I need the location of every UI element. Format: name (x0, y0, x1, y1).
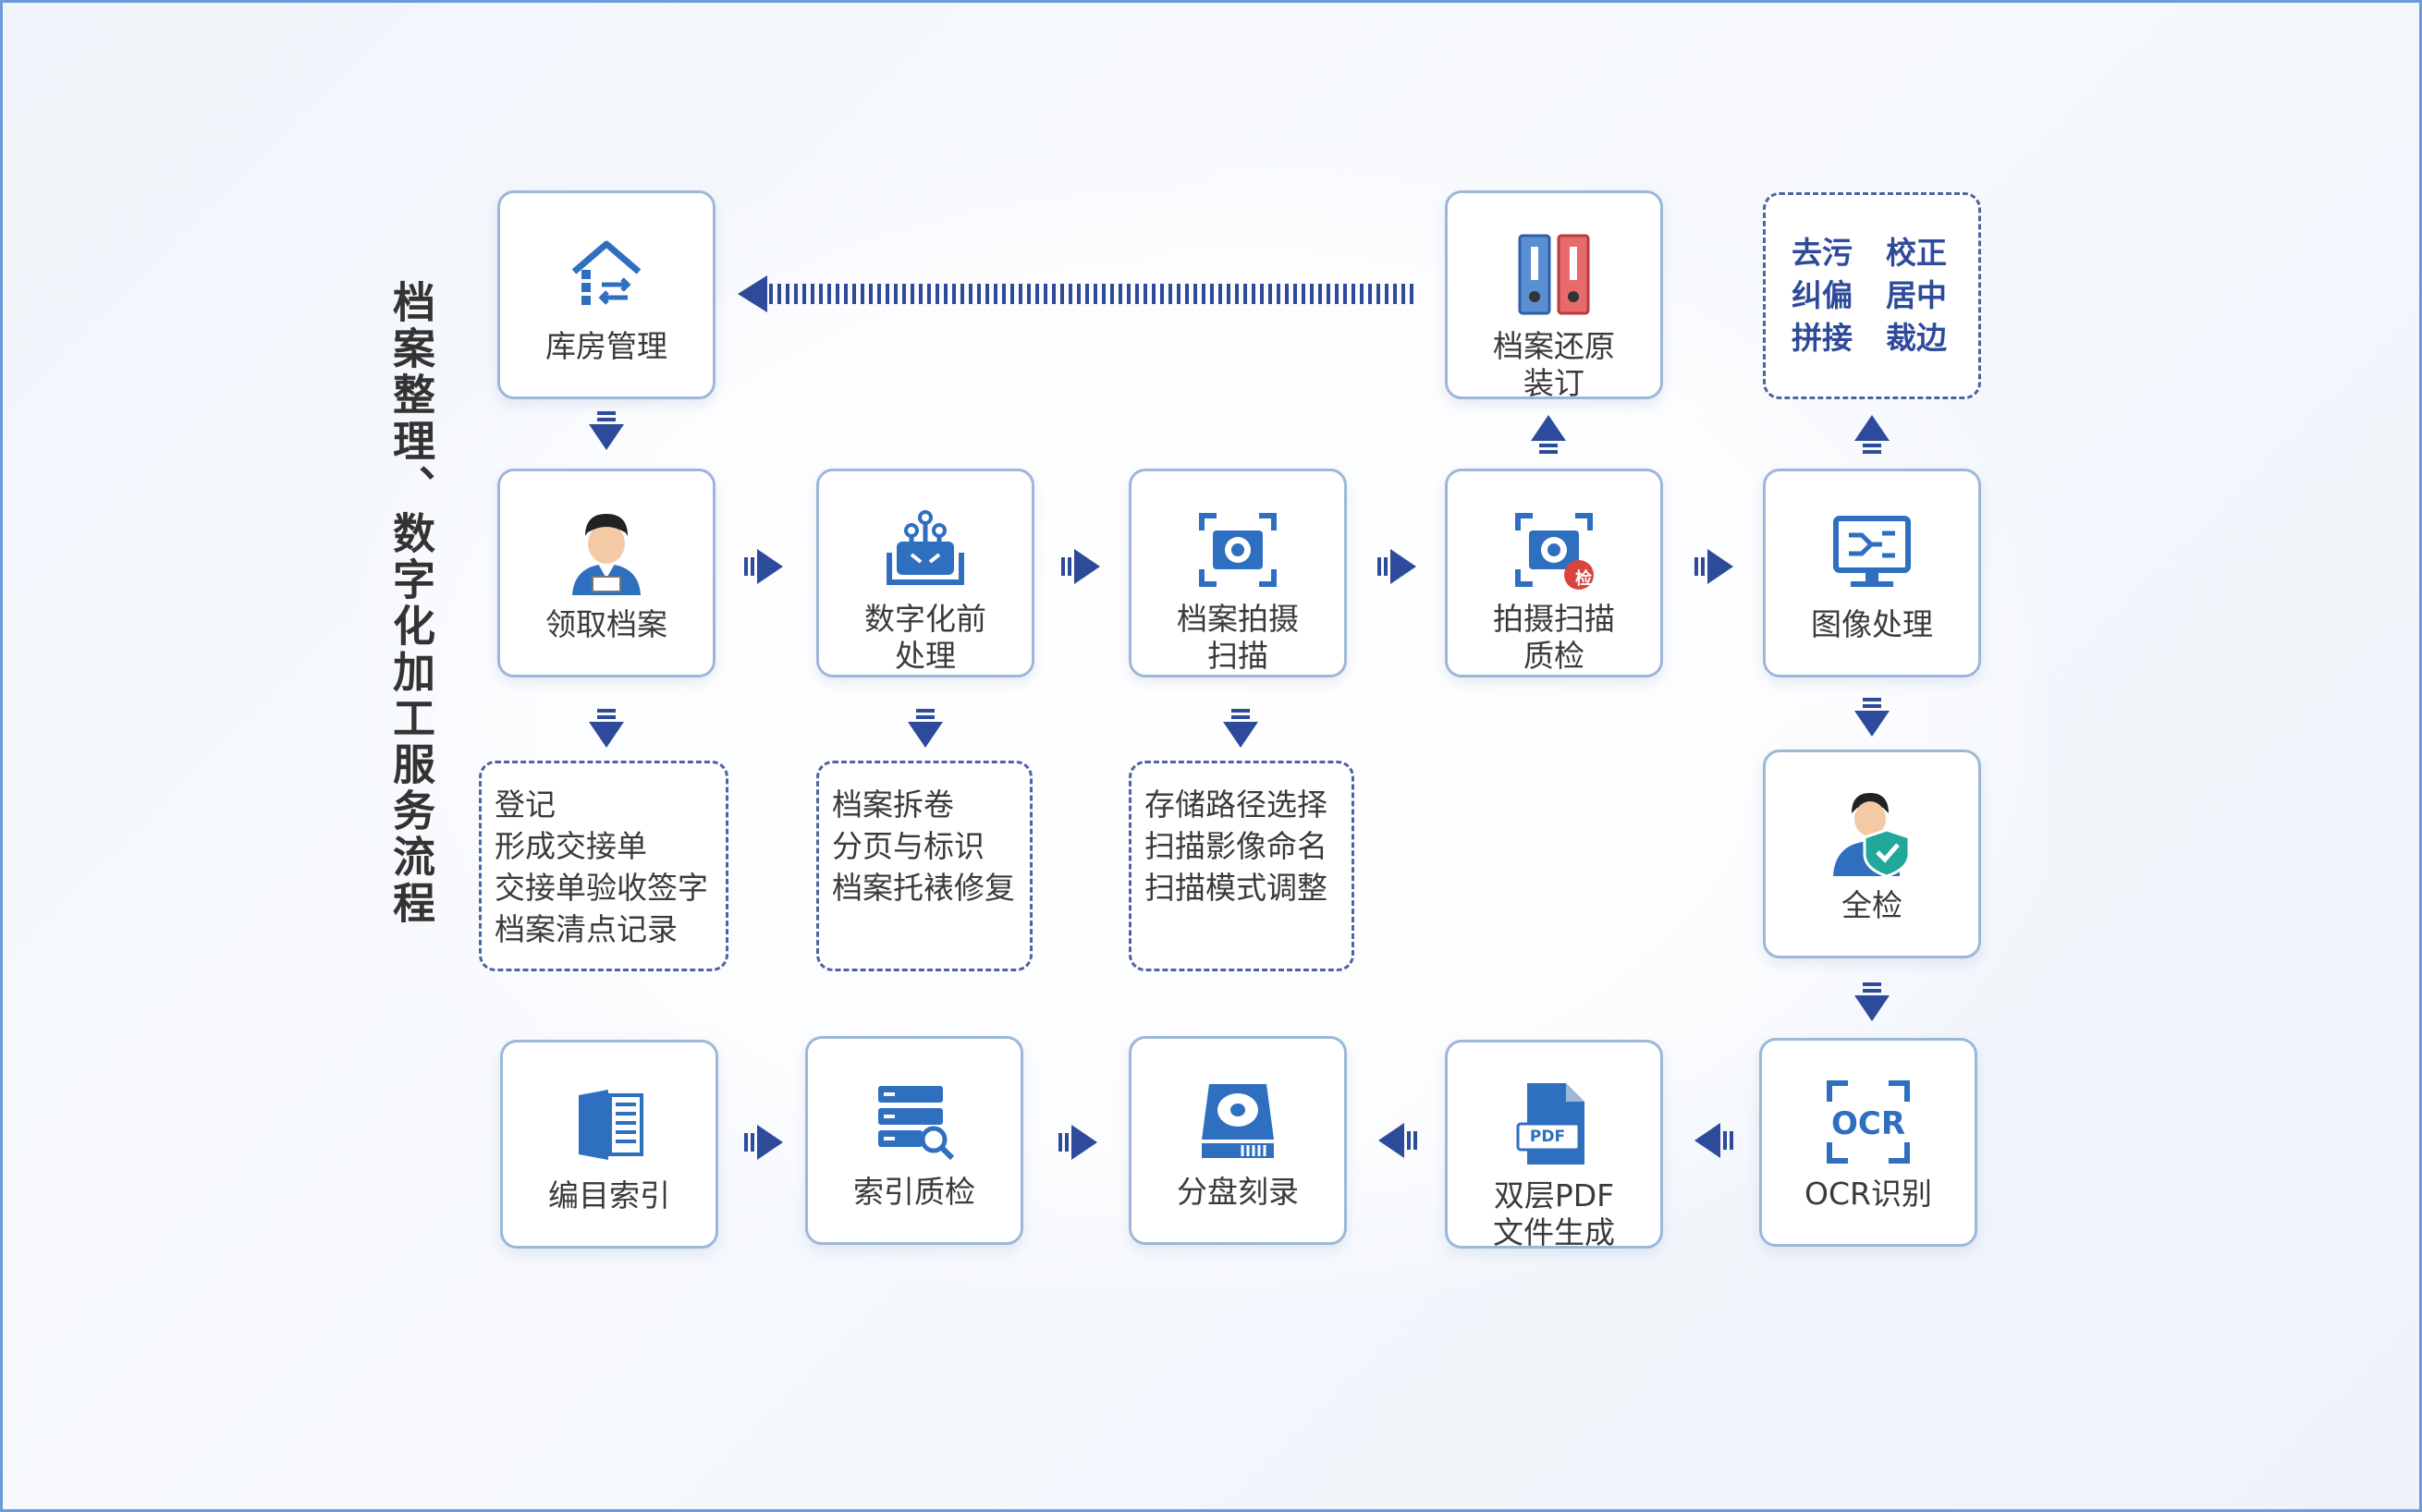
note-item: 扫描模式调整 (1144, 870, 1327, 906)
note-item: 交接单验收签字 (495, 870, 708, 906)
note-item: 档案托裱修复 (832, 870, 1015, 906)
step-catalog: 编目索引 (500, 1040, 718, 1249)
arrow-right-icon (1058, 1125, 1097, 1160)
step-label: OCR识别 (1804, 1176, 1932, 1212)
note-item: 登记 (495, 786, 556, 823)
circuit-board-icon (881, 508, 970, 591)
qc-badge: 检 (1575, 569, 1592, 589)
step-binding: 档案还原 装订 (1445, 190, 1663, 401)
note-item: 居中 (1886, 277, 1947, 313)
arrow-left-icon (1378, 1123, 1417, 1158)
note-item: 校正 (1886, 235, 1947, 271)
binders-icon (1510, 230, 1598, 319)
step-burn: 分盘刻录 (1129, 1036, 1347, 1245)
step-image: 图像处理 (1763, 469, 1981, 677)
arrow-right-icon (744, 1125, 783, 1160)
scan-check-icon: 检 (1510, 508, 1598, 591)
disc-drive-icon (1193, 1076, 1282, 1164)
note-item: 存储路径选择 (1144, 786, 1327, 823)
step-preprocess: 数字化前 处理 (816, 469, 1034, 677)
note-preprocess-ops: 档案拆卷 分页与标识 档案托裱修复 (816, 761, 1033, 971)
arrow-right-icon (1061, 549, 1100, 584)
step-label: 图像处理 (1811, 606, 1933, 642)
arrow-right-icon (1694, 549, 1733, 584)
step-label: 数字化前 处理 (864, 601, 986, 674)
arrow-down-icon (1854, 982, 1890, 1021)
pdf-file-icon: PDF (1510, 1079, 1598, 1168)
inspector-shield-icon (1828, 789, 1916, 878)
note-scan-ops: 存储路径选择 扫描影像命名 扫描模式调整 (1129, 761, 1354, 971)
server-search-icon (870, 1076, 959, 1164)
step-label: 档案拍摄 扫描 (1177, 601, 1299, 674)
step-label: 档案还原 装订 (1493, 328, 1615, 401)
step-label: 拍摄扫描 质检 (1493, 601, 1615, 674)
note-item: 纠偏 (1792, 277, 1853, 313)
step-receive: 领取档案 (497, 469, 716, 677)
warehouse-icon (562, 230, 651, 319)
arrow-down-icon (589, 411, 624, 450)
ocr-icon-text: OCR (1830, 1105, 1906, 1142)
note-item: 裁边 (1886, 320, 1947, 356)
arrow-right-icon (744, 549, 783, 584)
arrow-right-icon (1377, 549, 1416, 584)
arrow-up-icon (1531, 415, 1566, 454)
monitor-icon (1828, 508, 1916, 597)
note-item: 去污 (1792, 235, 1853, 271)
step-scan: 档案拍摄 扫描 (1129, 469, 1347, 677)
arrow-left-icon (1694, 1123, 1733, 1158)
note-image-ops: 去污 校正 纠偏 居中 拼接 裁边 (1763, 192, 1981, 399)
step-fullcheck: 全检 (1763, 750, 1981, 958)
step-label: 领取档案 (545, 606, 667, 642)
note-receive-ops: 登记 形成交接单 交接单验收签字 档案清点记录 (479, 761, 728, 971)
step-label: 双层PDF 文件生成 (1493, 1177, 1615, 1250)
diagram-title: 档案整理、数字化加工服务流程 (386, 280, 436, 927)
pdf-icon-text: PDF (1529, 1128, 1566, 1146)
person-icon (562, 508, 651, 597)
step-indexqc: 索引质检 (805, 1036, 1023, 1245)
step-label: 编目索引 (548, 1177, 670, 1213)
note-item: 档案拆卷 (832, 786, 954, 823)
arrow-down-icon (589, 709, 624, 748)
note-item: 档案清点记录 (495, 911, 678, 947)
ocr-icon: OCR (1824, 1078, 1913, 1166)
step-label: 分盘刻录 (1177, 1174, 1299, 1210)
step-ocr: OCR OCR识别 (1759, 1038, 1977, 1247)
note-item: 扫描影像命名 (1144, 828, 1327, 864)
arrow-down-icon (1223, 709, 1258, 748)
catalog-book-icon (565, 1079, 654, 1168)
arrow-down-icon (1854, 698, 1890, 737)
step-warehouse: 库房管理 (497, 190, 716, 399)
step-qc: 检 拍摄扫描 质检 (1445, 469, 1663, 677)
scan-camera-icon (1193, 508, 1282, 591)
note-item: 形成交接单 (495, 828, 647, 864)
step-pdf: PDF 双层PDF 文件生成 (1445, 1040, 1663, 1250)
arrow-up-icon (1854, 415, 1890, 454)
step-label: 库房管理 (545, 328, 667, 364)
note-item: 拼接 (1792, 320, 1853, 356)
step-label: 全检 (1841, 887, 1902, 923)
return-arrow-icon (738, 275, 1417, 312)
note-item: 分页与标识 (832, 828, 985, 864)
arrow-down-icon (908, 709, 943, 748)
step-label: 索引质检 (853, 1174, 975, 1210)
